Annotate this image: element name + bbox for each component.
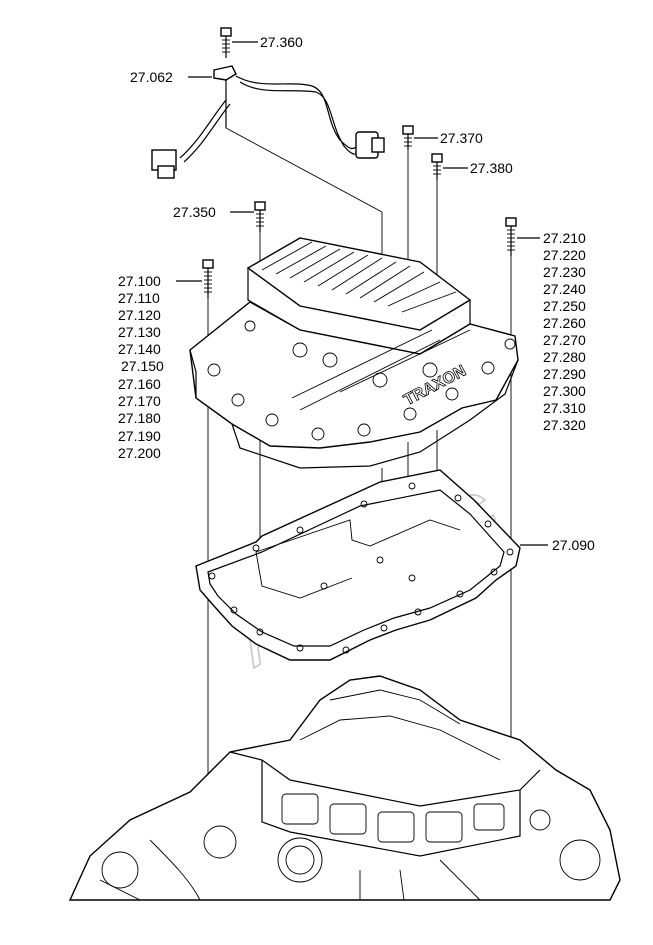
callout-27-380: 27.380 xyxy=(470,160,513,176)
bolt-27-100 xyxy=(202,259,214,298)
bracket-27-062 xyxy=(213,65,237,128)
callout-27-090: 27.090 xyxy=(552,537,595,553)
callout-27-110: 27.110 xyxy=(118,290,160,306)
callout-27-360: 27.360 xyxy=(260,34,303,50)
callout-27-320: 27.320 xyxy=(543,417,586,433)
control-unit-housing xyxy=(189,237,519,469)
bolt-27-370 xyxy=(402,125,414,150)
callout-27-260: 27.260 xyxy=(543,315,586,331)
callout-group-right: 27.210 27.220 27.230 27.240 27.250 27.26… xyxy=(543,230,586,433)
callout-27-150: 27.150 xyxy=(121,358,164,374)
callout-27-100: 27.100 xyxy=(118,273,161,289)
callout-27-190: 27.190 xyxy=(118,428,161,444)
callout-27-180: 27.180 xyxy=(118,410,161,426)
callout-27-120: 27.120 xyxy=(118,307,161,323)
bolt-27-380 xyxy=(431,153,443,180)
callout-27-290: 27.290 xyxy=(543,366,586,382)
callout-27-170: 27.170 xyxy=(118,393,161,409)
callout-27-200: 27.200 xyxy=(118,445,161,461)
callout-27-280: 27.280 xyxy=(543,349,586,365)
callout-group-left: 27.100 27.110 27.120 27.130 27.140 27.15… xyxy=(118,273,164,461)
callout-27-310: 27.310 xyxy=(543,400,586,416)
callout-27-240: 27.240 xyxy=(543,281,586,297)
gasket-27-090 xyxy=(195,469,521,661)
callout-27-270: 27.270 xyxy=(543,332,586,348)
callout-27-300: 27.300 xyxy=(543,383,586,399)
callout-27-210: 27.210 xyxy=(543,230,586,246)
callout-27-220: 27.220 xyxy=(543,247,586,263)
transmission-housing xyxy=(68,675,621,901)
bolt-27-210 xyxy=(505,217,517,256)
callout-27-230: 27.230 xyxy=(543,264,586,280)
callout-27-130: 27.130 xyxy=(118,324,161,340)
callout-27-062: 27.062 xyxy=(130,69,173,85)
wiring-harness xyxy=(151,75,385,179)
callout-27-140: 27.140 xyxy=(118,341,161,357)
callout-27-370: 27.370 xyxy=(440,130,483,146)
callout-27-160: 27.160 xyxy=(118,376,161,392)
bolt-27-350 xyxy=(254,201,266,232)
callout-27-250: 27.250 xyxy=(543,298,586,314)
bolt-27-360 xyxy=(220,27,232,58)
callout-27-350: 27.350 xyxy=(173,204,216,220)
